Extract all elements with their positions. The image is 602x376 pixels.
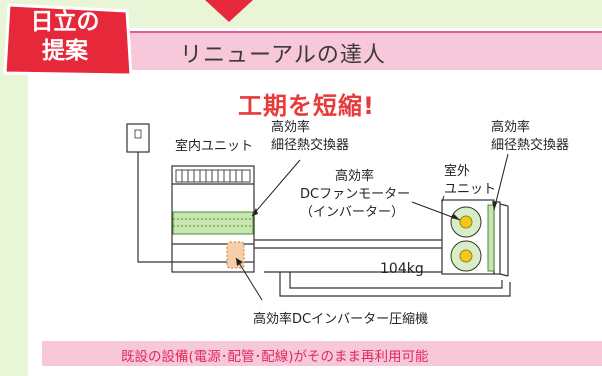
header-bar	[110, 31, 602, 70]
footer-bar	[42, 341, 602, 366]
footer-text: 既設の設備(電源･配管･配線)がそのまま再利用可能	[121, 349, 429, 365]
label-fan-motor-2: DCファンモーター	[300, 187, 411, 202]
badge-line-2: 提案	[42, 38, 88, 64]
header-title: リニューアルの達人	[180, 43, 386, 68]
label-indoor-unit: 室内ユニット	[175, 139, 254, 154]
content-panel	[28, 28, 602, 376]
outdoor-heat-exchanger	[487, 204, 495, 272]
label-indoor-hx-2: 細径熱交換器	[271, 138, 350, 153]
compressor	[226, 241, 245, 269]
label-weight: 104kg	[380, 261, 424, 277]
outdoor-fans	[450, 206, 482, 272]
proposal-badge	[3, 3, 133, 77]
arrow-down-icon	[205, 0, 253, 22]
subtitle: 工期を短縮!	[238, 92, 375, 120]
label-outdoor-unit-1: 室外	[444, 164, 471, 179]
label-outdoor-unit-2: ユニット	[444, 182, 497, 197]
label-indoor-hx-1: 高効率	[271, 120, 311, 135]
label-outdoor-hx-1: 高効率	[491, 120, 531, 135]
badge-line-1: 日立の	[30, 9, 100, 35]
indoor-top-grill	[175, 169, 251, 183]
label-fan-motor-1: 高効率	[335, 169, 375, 184]
label-compressor: 高効率DCインバーター圧縮機	[253, 312, 429, 327]
label-outdoor-hx-2: 細径熱交換器	[491, 138, 570, 153]
label-fan-motor-3: （インバーター）	[300, 205, 405, 220]
indoor-heat-exchanger	[172, 211, 254, 235]
